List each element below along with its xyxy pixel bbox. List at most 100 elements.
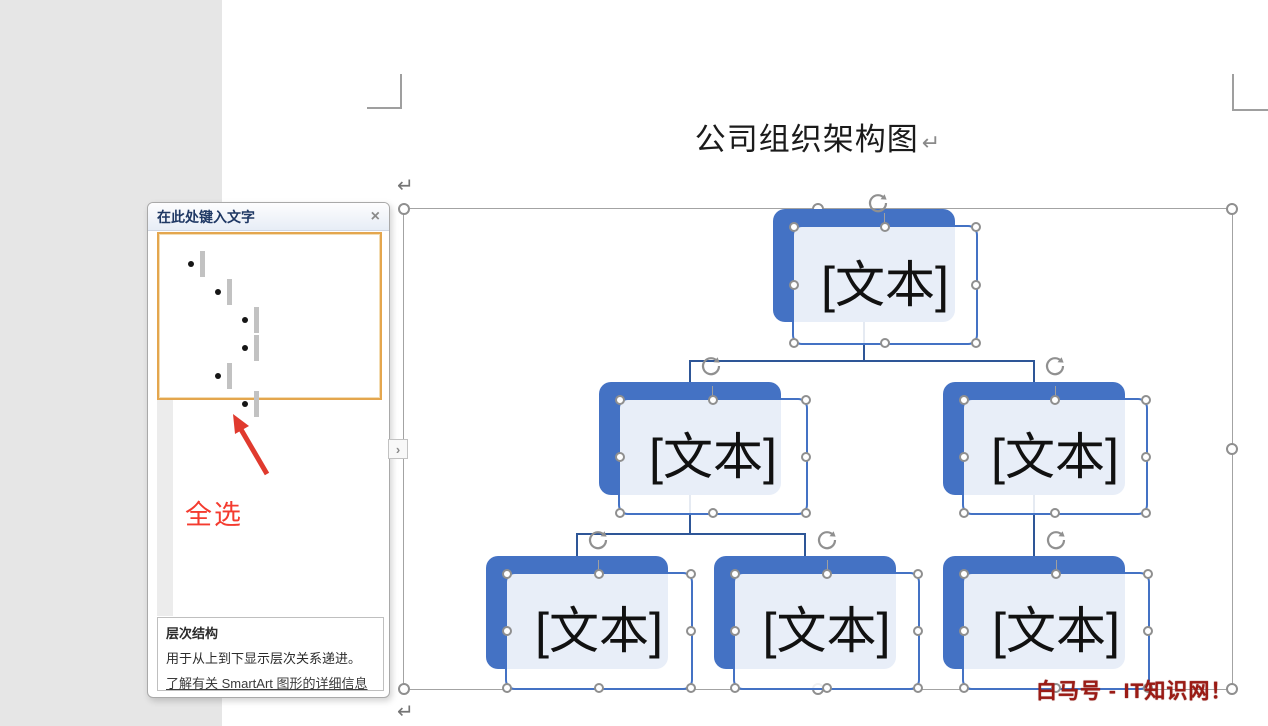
rotate-handle-icon[interactable] — [1044, 528, 1068, 552]
resize-handle[interactable] — [789, 280, 799, 290]
resize-handle[interactable] — [789, 338, 799, 348]
rotate-handle-icon[interactable] — [586, 528, 610, 552]
resize-handle[interactable] — [708, 508, 718, 518]
resize-handle[interactable] — [730, 683, 740, 693]
resize-handle[interactable] — [801, 451, 811, 462]
text-cursor-bar — [227, 363, 232, 389]
org-box-label: [文本] — [821, 257, 949, 313]
resize-handle[interactable] — [913, 569, 923, 579]
bullet-dot — [215, 373, 221, 379]
resize-handle[interactable] — [913, 683, 923, 693]
org-box-label: [文本] — [992, 603, 1120, 659]
text-pane-header[interactable]: 在此处键入文字 × — [148, 203, 389, 231]
resize-handle[interactable] — [1226, 443, 1238, 455]
resize-handle[interactable] — [959, 508, 969, 518]
text-cursor-bar — [254, 391, 259, 417]
paragraph-mark: ↵ — [397, 701, 414, 723]
resize-handle[interactable] — [1050, 395, 1060, 405]
resize-handle[interactable] — [686, 626, 696, 636]
resize-handle[interactable] — [1226, 683, 1238, 695]
resize-handle[interactable] — [971, 222, 981, 232]
margin-crop-mark-top-left-h — [367, 107, 402, 109]
org-box-label: [文本] — [991, 428, 1119, 485]
resize-handle[interactable] — [913, 626, 923, 636]
resize-handle[interactable] — [708, 395, 718, 405]
org-box-root[interactable]: [文本] — [789, 222, 981, 348]
text-pane-left-strip — [157, 400, 173, 616]
resize-handle[interactable] — [959, 626, 969, 636]
rotate-handle-icon[interactable] — [699, 354, 723, 378]
learn-more-link[interactable]: 了解有关 SmartArt 图形的详细信息 — [166, 676, 368, 691]
resize-handle[interactable] — [971, 338, 981, 348]
rotate-handle-icon[interactable] — [1043, 354, 1067, 378]
text-cursor-bar — [227, 279, 232, 305]
resize-handle[interactable] — [686, 569, 696, 579]
layout-description: 用于从上到下显示层次关系递进。 — [166, 651, 362, 666]
resize-handle[interactable] — [959, 569, 969, 579]
resize-handle[interactable] — [1143, 569, 1153, 579]
resize-handle[interactable] — [398, 203, 410, 215]
resize-handle[interactable] — [730, 626, 740, 636]
resize-handle[interactable] — [1143, 626, 1153, 636]
resize-handle[interactable] — [971, 280, 981, 290]
resize-handle[interactable] — [1143, 683, 1153, 693]
rotate-handle-stem — [1056, 560, 1057, 572]
bullet-dot — [242, 401, 248, 407]
resize-handle[interactable] — [1051, 683, 1061, 693]
resize-handle[interactable] — [959, 395, 969, 405]
resize-handle[interactable] — [1141, 395, 1151, 405]
rotate-handle-icon[interactable] — [815, 528, 839, 552]
bullet-dot — [215, 289, 221, 295]
text-pane-outline-area[interactable] — [157, 232, 382, 417]
annotation-select-all: 全选 — [185, 500, 243, 530]
org-box-label: [文本] — [762, 603, 891, 659]
site-watermark: 白马号 - IT知识网！ — [1036, 680, 1233, 703]
resize-handle[interactable] — [801, 395, 811, 405]
resize-handle[interactable] — [959, 451, 969, 462]
margin-crop-mark-top-right-v — [1232, 74, 1234, 111]
resize-handle[interactable] — [959, 683, 969, 693]
resize-handle[interactable] — [594, 569, 604, 579]
text-cursor-bar — [254, 335, 259, 361]
smartart-text-pane: 在此处键入文字 × 全选 层次结构 用于从上到下显示层次关系递进。 了解有关 S… — [147, 202, 390, 698]
resize-handle[interactable] — [1051, 569, 1061, 579]
resize-handle[interactable] — [821, 683, 832, 693]
resize-handle[interactable] — [1050, 508, 1060, 518]
resize-handle[interactable] — [502, 569, 512, 579]
close-icon[interactable]: × — [370, 207, 380, 225]
resize-handle[interactable] — [789, 222, 799, 232]
margin-crop-mark-top-left-v — [400, 74, 402, 109]
resize-handle[interactable] — [801, 508, 811, 518]
resize-handle[interactable] — [1141, 508, 1151, 518]
resize-handle[interactable] — [686, 683, 696, 693]
resize-handle[interactable] — [502, 626, 512, 636]
resize-handle[interactable] — [730, 569, 740, 579]
resize-handle[interactable] — [615, 395, 625, 405]
resize-handle[interactable] — [880, 222, 890, 232]
org-box-grandchild-a2[interactable]: [文本] — [730, 569, 923, 693]
resize-handle[interactable] — [398, 683, 410, 695]
org-box-grandchild-b1[interactable]: [文本] — [959, 569, 1153, 693]
resize-handle[interactable] — [1141, 451, 1151, 462]
text-cursor-bar — [200, 251, 205, 277]
resize-handle[interactable] — [502, 683, 512, 693]
rotate-handle-icon[interactable] — [866, 191, 890, 215]
resize-handle[interactable] — [821, 569, 832, 579]
bullet-dot — [242, 345, 248, 351]
resize-handle[interactable] — [594, 683, 604, 693]
org-box-label: [文本] — [649, 428, 777, 485]
org-box-child-a[interactable]: [文本] — [615, 395, 811, 518]
document-title-line[interactable]: 公司组织架构图↵ — [403, 114, 1233, 159]
text-cursor-bar — [254, 307, 259, 333]
resize-handle[interactable] — [615, 508, 625, 518]
org-box-child-b[interactable]: [文本] — [959, 395, 1151, 518]
annotation-arrow — [233, 414, 270, 476]
org-box-grandchild-a1[interactable]: [文本] — [502, 569, 696, 693]
text-pane-toggle-button[interactable]: › — [388, 439, 408, 459]
resize-handle[interactable] — [615, 451, 625, 462]
margin-crop-mark-top-right-h — [1232, 109, 1268, 111]
paragraph-mark: ↵ — [921, 130, 942, 155]
rotate-handle-stem — [712, 386, 713, 398]
resize-handle[interactable] — [1226, 203, 1238, 215]
resize-handle[interactable] — [880, 338, 890, 348]
